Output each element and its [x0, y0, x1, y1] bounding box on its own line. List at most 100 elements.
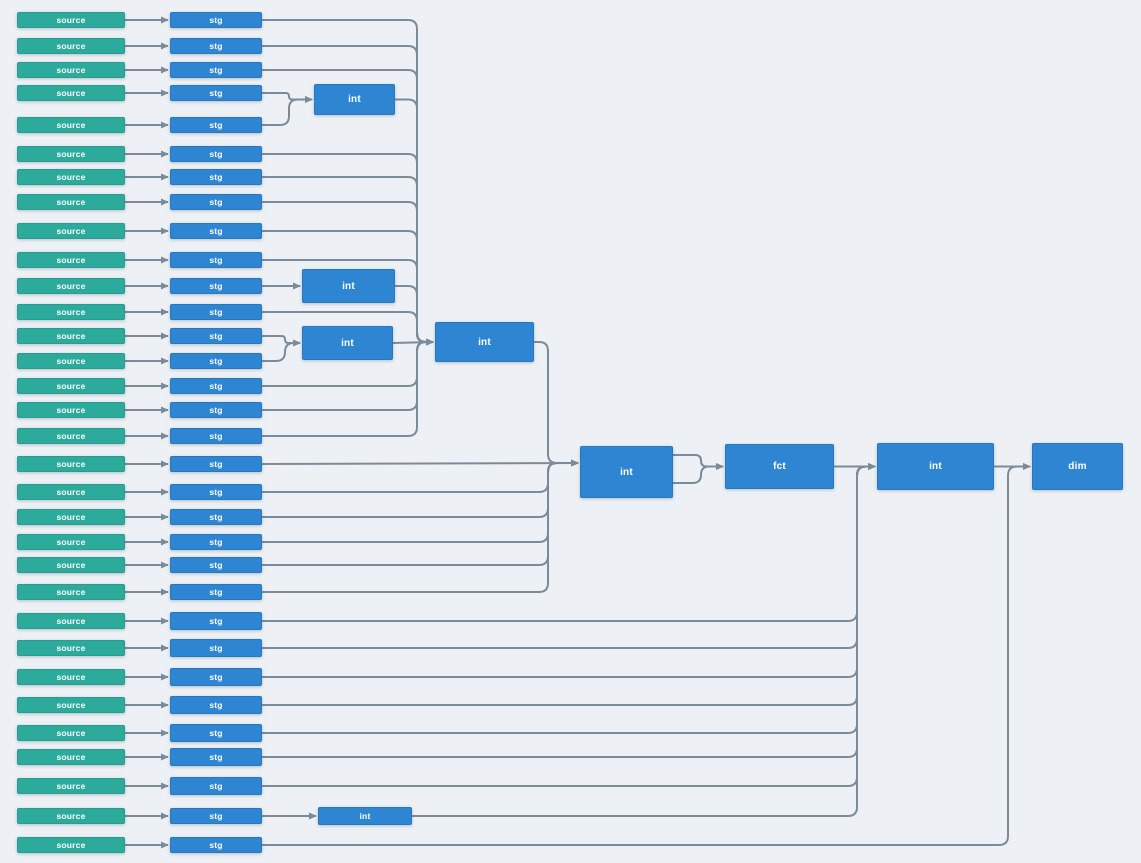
- node-source[interactable]: source: [17, 509, 125, 525]
- node-source[interactable]: source: [17, 304, 125, 320]
- node-source[interactable]: source: [17, 697, 125, 713]
- node-stg[interactable]: stg: [170, 534, 262, 550]
- node-stg[interactable]: stg: [170, 428, 262, 444]
- node-label: stg: [209, 728, 223, 738]
- node-stg[interactable]: stg: [170, 278, 262, 294]
- node-label: stg: [209, 226, 223, 236]
- node-source[interactable]: source: [17, 117, 125, 133]
- node-label: source: [56, 537, 86, 547]
- node-source[interactable]: source: [17, 778, 125, 794]
- node-stg[interactable]: stg: [170, 38, 262, 54]
- node-stg[interactable]: stg: [170, 117, 262, 133]
- node-source[interactable]: source: [17, 557, 125, 573]
- node-int[interactable]: int: [314, 84, 395, 115]
- node-stg[interactable]: stg: [170, 194, 262, 210]
- node-stg[interactable]: stg: [170, 696, 262, 714]
- node-int[interactable]: int: [318, 807, 412, 825]
- node-source[interactable]: source: [17, 584, 125, 600]
- node-source[interactable]: source: [17, 669, 125, 685]
- node-int[interactable]: int: [877, 443, 994, 490]
- node-stg[interactable]: stg: [170, 328, 262, 344]
- node-source[interactable]: source: [17, 640, 125, 656]
- node-label: stg: [209, 672, 223, 682]
- node-source[interactable]: source: [17, 725, 125, 741]
- node-label: source: [56, 587, 86, 597]
- node-stg[interactable]: stg: [170, 402, 262, 418]
- node-label: stg: [209, 431, 223, 441]
- node-stg[interactable]: stg: [170, 612, 262, 630]
- node-source[interactable]: source: [17, 146, 125, 162]
- node-source[interactable]: source: [17, 252, 125, 268]
- node-stg[interactable]: stg: [170, 484, 262, 500]
- node-stg[interactable]: stg: [170, 584, 262, 600]
- node-stg[interactable]: stg: [170, 223, 262, 239]
- node-stg[interactable]: stg: [170, 639, 262, 657]
- node-stg[interactable]: stg: [170, 304, 262, 320]
- node-source[interactable]: source: [17, 353, 125, 369]
- node-label: source: [56, 120, 86, 130]
- node-source[interactable]: source: [17, 456, 125, 472]
- node-label: source: [56, 781, 86, 791]
- node-source[interactable]: source: [17, 278, 125, 294]
- node-label: source: [56, 560, 86, 570]
- node-stg[interactable]: stg: [170, 12, 262, 28]
- node-source[interactable]: source: [17, 85, 125, 101]
- node-stg[interactable]: stg: [170, 146, 262, 162]
- node-source[interactable]: source: [17, 749, 125, 765]
- node-stg[interactable]: stg: [170, 62, 262, 78]
- node-label: source: [56, 431, 86, 441]
- node-label: stg: [209, 15, 223, 25]
- node-label: fct: [773, 461, 786, 472]
- node-label: stg: [209, 356, 223, 366]
- node-stg[interactable]: stg: [170, 837, 262, 853]
- node-int[interactable]: int: [435, 322, 534, 362]
- node-source[interactable]: source: [17, 837, 125, 853]
- node-label: source: [56, 172, 86, 182]
- node-int[interactable]: int: [302, 269, 395, 303]
- node-stg[interactable]: stg: [170, 748, 262, 766]
- node-label: stg: [209, 381, 223, 391]
- node-stg[interactable]: stg: [170, 668, 262, 686]
- node-stg[interactable]: stg: [170, 808, 262, 824]
- node-source[interactable]: source: [17, 62, 125, 78]
- node-source[interactable]: source: [17, 808, 125, 824]
- edge: [262, 335, 301, 347]
- node-stg[interactable]: stg: [170, 353, 262, 369]
- node-source[interactable]: source: [17, 38, 125, 54]
- node-stg[interactable]: stg: [170, 378, 262, 394]
- node-source[interactable]: source: [17, 169, 125, 185]
- node-source[interactable]: source: [17, 613, 125, 629]
- node-label: stg: [209, 65, 223, 75]
- node-source[interactable]: source: [17, 12, 125, 28]
- node-label: stg: [209, 149, 223, 159]
- node-source[interactable]: source: [17, 428, 125, 444]
- node-stg[interactable]: stg: [170, 252, 262, 268]
- node-label: stg: [209, 840, 223, 850]
- node-label: source: [56, 381, 86, 391]
- node-stg[interactable]: stg: [170, 85, 262, 101]
- node-label: int: [341, 337, 354, 349]
- node-dim[interactable]: dim: [1032, 443, 1123, 490]
- node-source[interactable]: source: [17, 223, 125, 239]
- node-int[interactable]: int: [580, 446, 673, 498]
- node-source[interactable]: source: [17, 378, 125, 394]
- node-source[interactable]: source: [17, 194, 125, 210]
- node-stg[interactable]: stg: [170, 169, 262, 185]
- node-label: source: [56, 643, 86, 653]
- node-stg[interactable]: stg: [170, 557, 262, 573]
- node-stg[interactable]: stg: [170, 456, 262, 472]
- node-int[interactable]: int: [302, 326, 393, 360]
- node-stg[interactable]: stg: [170, 724, 262, 742]
- node-source[interactable]: source: [17, 484, 125, 500]
- node-label: stg: [209, 88, 223, 98]
- node-label: stg: [209, 752, 223, 762]
- node-source[interactable]: source: [17, 402, 125, 418]
- node-stg[interactable]: stg: [170, 777, 262, 795]
- node-fct[interactable]: fct: [725, 444, 834, 489]
- node-stg[interactable]: stg: [170, 509, 262, 525]
- edge: [673, 454, 724, 470]
- node-source[interactable]: source: [17, 534, 125, 550]
- node-label: stg: [209, 487, 223, 497]
- node-source[interactable]: source: [17, 328, 125, 344]
